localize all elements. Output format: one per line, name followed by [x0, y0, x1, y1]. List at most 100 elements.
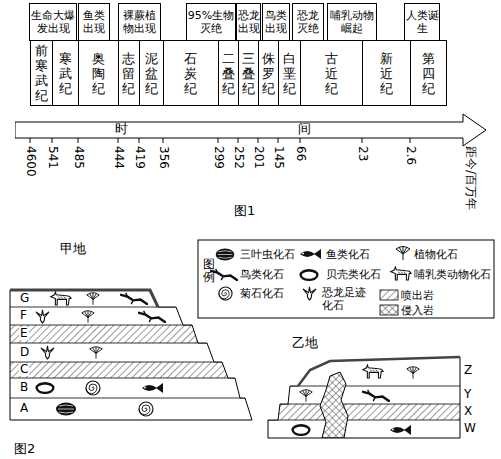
layer-letter: A: [19, 402, 29, 415]
footprint-symbol: [303, 287, 316, 300]
period-cell: 志留纪: [118, 40, 140, 106]
period-cell: 新近纪: [362, 40, 411, 106]
ammonite-fossil: [139, 402, 153, 416]
legend-text: 植物化石: [414, 248, 458, 261]
period-cell: 二叠纪: [218, 40, 239, 106]
period-cell: 寒武纪: [52, 40, 79, 106]
event-box: 生命大爆发出现: [29, 3, 77, 41]
event-box: 鱼类出现: [78, 3, 110, 41]
event-text: 裸蕨植物出现: [119, 9, 160, 35]
site-name: 乙地: [292, 336, 318, 349]
legend-entry: 鱼类化石: [326, 248, 370, 261]
bird-fossil: [363, 390, 389, 401]
ammonite-symbol: [219, 287, 232, 300]
ground-surface: [298, 357, 460, 386]
footprint-fossil: [36, 310, 49, 323]
period-cell: 奥陶纪: [78, 40, 119, 106]
site-name: 甲地: [60, 242, 86, 255]
legend-entry: 三叶虫化石: [240, 248, 295, 261]
event-text: 95%生物灭绝: [187, 9, 235, 35]
legend-text: 鱼类化石: [326, 248, 370, 261]
plant-fossil: [82, 311, 94, 323]
footprint-fossil: [41, 346, 54, 359]
extrusive-sample: [380, 290, 398, 300]
event-text: 生命大爆发出现: [30, 9, 76, 35]
period-name: 新近纪: [380, 51, 394, 96]
arrow-shape: [15, 114, 486, 146]
layer-letter: Y: [464, 388, 471, 401]
site-a-strata: [10, 290, 260, 420]
period-name: 寒武纪: [59, 51, 73, 96]
period-name: 志留纪: [122, 51, 136, 96]
tick-value: 23: [356, 146, 369, 161]
legend-text: 恐龙足迹化石: [322, 286, 372, 312]
period-name: 前寒武纪: [35, 43, 49, 103]
layer-letter: B: [19, 381, 29, 394]
period-name: 泥盆纪: [145, 51, 159, 96]
period-name: 古近纪: [325, 51, 339, 96]
event-box: 恐龙出现: [236, 3, 261, 41]
ground-surface: [10, 290, 158, 307]
site-b-strata: [268, 355, 462, 440]
period-name: 侏罗纪: [262, 51, 276, 96]
shell-symbol: [301, 270, 318, 280]
tick-value: 4600: [24, 146, 37, 177]
period-name: 第四纪: [422, 51, 436, 96]
legend-text: 侵入岩: [401, 304, 434, 317]
fish-fossil: [390, 425, 411, 435]
period-cell: 三叠纪: [238, 40, 259, 106]
trilobite-symbol: [216, 248, 235, 260]
event-box: 恐龙灭绝: [292, 3, 324, 41]
period-cell: 古近纪: [300, 40, 363, 106]
legend-entry: 恐龙足迹化石: [322, 286, 372, 312]
legend-heading: 图例: [203, 258, 217, 284]
extrusive-layer: [10, 325, 260, 343]
site-outline: [10, 290, 252, 420]
tick-value: 145: [272, 146, 285, 169]
legend-entry: 哺乳类动物化石: [414, 268, 491, 281]
plant-fossil: [407, 367, 419, 379]
tick-value: 201: [252, 146, 265, 169]
legend-entry: 侵入岩: [401, 304, 434, 317]
plant-fossil: [90, 347, 102, 359]
mammal-symbol: [391, 267, 411, 280]
axis-word: 间: [298, 122, 311, 136]
event-box: 裸蕨植物出现: [118, 3, 161, 41]
figure-caption: 图2: [14, 442, 35, 455]
trilobite-fossil: [56, 403, 76, 416]
mammal-fossil: [363, 365, 383, 378]
plant-symbol: [396, 247, 410, 261]
period-cell: 泥盆纪: [139, 40, 164, 106]
layer-letter: G: [19, 292, 30, 305]
event-text: 鸟类出现: [263, 9, 289, 35]
period-name: 三叠纪: [242, 51, 256, 96]
period-name: 白垩纪: [283, 51, 297, 96]
legend-text: 三叶虫化石: [240, 248, 295, 261]
legend-border: [198, 240, 494, 318]
legend-text: 哺乳类动物化石: [414, 268, 491, 281]
period-cell: 侏罗纪: [258, 40, 279, 106]
arrow-outline: [15, 113, 487, 147]
period-name: 石炭纪: [184, 51, 198, 96]
legend-entry: 菊石化石: [240, 287, 284, 300]
legend-entry: 植物化石: [414, 248, 458, 261]
period-name: 二叠纪: [222, 51, 236, 96]
period-name: 奥陶纪: [92, 51, 106, 96]
legend-entry: 喷出岩: [401, 289, 434, 302]
plant-fossil: [87, 293, 99, 305]
layer-letter: W: [464, 422, 476, 435]
layer-letter: X: [464, 405, 472, 418]
layer-letter: C: [19, 363, 29, 376]
time-arrow: 时间: [15, 113, 487, 147]
event-box: 人类诞生: [404, 3, 440, 41]
plant-fossil: [300, 390, 312, 402]
event-text: 恐龙出现: [237, 9, 260, 35]
mammal-fossil: [51, 292, 71, 305]
tick-value: 252: [232, 146, 245, 169]
tick-value: 2.6: [404, 146, 417, 165]
period-cell: 石炭纪: [163, 40, 219, 106]
legend-frame: [198, 240, 494, 318]
event-box: 鸟类出现: [262, 3, 290, 41]
legend-text: 菊石化石: [240, 287, 284, 300]
